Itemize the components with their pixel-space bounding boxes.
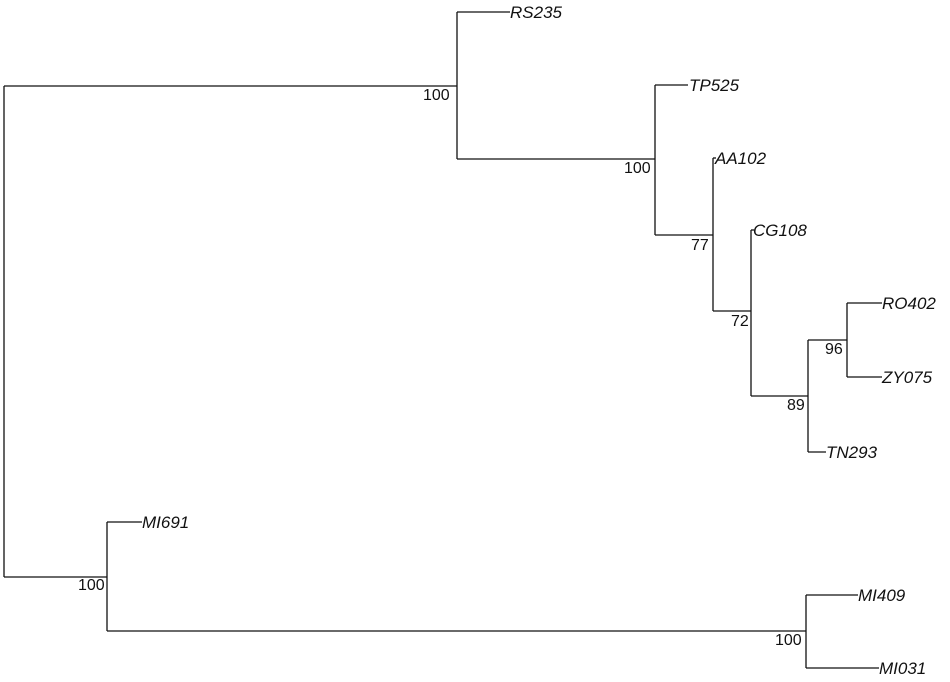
support-value-mi409-mi031-clade: 100 xyxy=(775,632,802,649)
tip-label-rs235: RS235 xyxy=(510,3,563,22)
tip-label-cg108: CG108 xyxy=(753,221,807,240)
tip-label-tn293: TN293 xyxy=(826,443,878,462)
support-value-aa-clade: 77 xyxy=(691,237,709,254)
tip-label-mi031: MI031 xyxy=(879,659,926,678)
support-value-mi-clade: 100 xyxy=(78,577,105,594)
tip-label-ro402: RO402 xyxy=(882,294,936,313)
tip-label-tp525: TP525 xyxy=(689,76,740,95)
support-value-tn-clade: 89 xyxy=(787,397,805,414)
support-value-cg-clade: 72 xyxy=(731,313,749,330)
tip-label-zy075: ZY075 xyxy=(881,368,933,387)
tip-label-mi691: MI691 xyxy=(142,513,189,532)
tip-label-mi409: MI409 xyxy=(858,586,906,605)
tip-label-aa102: AA102 xyxy=(714,149,767,168)
support-value-top-clade: 100 xyxy=(423,87,450,104)
support-value-tp-clade: 100 xyxy=(624,160,651,177)
support-value-ro-zy-clade: 96 xyxy=(825,341,843,358)
